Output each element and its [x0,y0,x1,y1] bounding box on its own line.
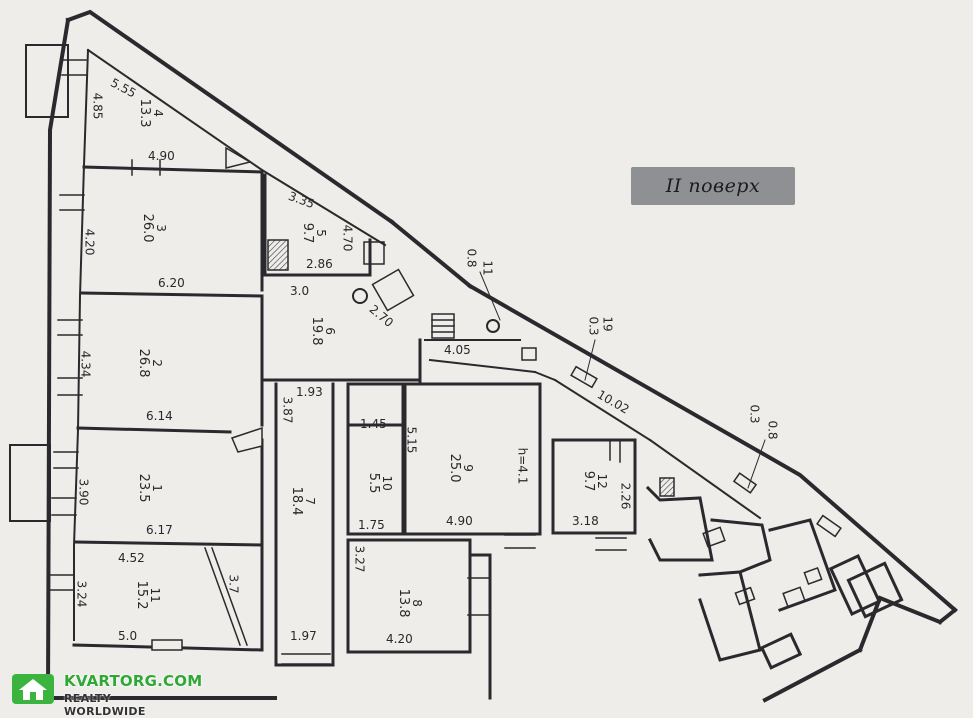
window-marks-diagonal [281,347,842,665]
room-5-number: 5 [314,229,329,237]
dim-label: 5.15 [404,426,419,454]
exterior-walls [45,9,958,703]
room-6-number: 6 [323,327,338,335]
room-9-area: 25.0 [447,453,463,483]
door-marks-left [131,146,263,651]
dim-label: 1.75 [358,518,385,532]
dim-label: 4.20 [386,632,413,646]
room-5: 5 9.7 [300,205,329,261]
column-mark [486,319,500,333]
room-8-number: 8 [410,599,425,607]
dim-label: 3.0 [290,284,310,298]
room-2-area: 26.8 [136,348,152,378]
watermark-brand: KVARTORG.COM [64,672,203,690]
floor-label: II поверх [631,167,795,205]
room-7-number: 7 [303,497,318,505]
dim-label: 1.97 [290,629,317,643]
room-9-number: 9 [461,464,476,472]
dim-label: 3.18 [572,514,599,528]
dim-label: 4.20 [82,228,97,256]
floor-label-text: II поверх [665,175,761,197]
dim-label: 5.0 [118,629,138,643]
room-3-number: 3 [154,224,169,232]
room-2-number: 2 [150,359,165,367]
inner-wall-left [73,48,387,641]
dim-label: 4.85 [90,92,105,120]
dimension-leaders [479,271,766,489]
room-3: 3 26.0 [140,200,169,256]
room-4-area: 13.3 [137,98,153,128]
balconies [9,44,69,522]
room-9: 9 25.0 [447,440,476,496]
chimney-mark [352,288,368,304]
dim-label: 19 [600,316,615,332]
left-room-partitions [72,165,264,652]
dim-label: 1.45 [360,417,387,431]
room-10-number: 10 [380,475,395,491]
dim-label: 2.86 [306,257,333,271]
room-12-number: 12 [595,473,610,489]
window-marks-left [49,59,87,591]
room-8-area: 13.8 [396,588,412,618]
room-7-area: 18.4 [289,486,305,516]
corridor-lines [424,339,762,520]
room-2: 2 26.8 [136,335,165,391]
dim-label: 0.3 [747,404,762,424]
dim-label: 4.70 [340,224,355,252]
room-6-area: 19.8 [309,316,325,346]
dim-label: 3.90 [76,478,91,506]
dim-label: 3.87 [280,396,295,424]
room-6: 6 19.8 [309,303,338,359]
room-1-area: 23.5 [136,473,152,503]
watermark: KVARTORG.COM REALTY WORLDWIDE [6,668,202,718]
dim-label: 6.20 [158,276,185,290]
dim-label: 4.52 [118,551,145,565]
dim-label: 4.90 [446,514,473,528]
dim-label: 0.3 [586,316,601,336]
central-partitions [263,173,637,700]
dim-label: 3.24 [74,580,89,608]
dim-label: 6.17 [146,523,173,537]
room-7: 7 18.4 [289,473,318,529]
dim-label: 0.8 [464,248,479,268]
room-11-number: 11 [148,587,163,603]
dim-label: 0.8 [765,420,780,440]
room-8: 8 13.8 [396,575,425,631]
room-12: 12 9.7 [581,453,610,509]
room-4: 4 13.3 [137,85,166,141]
house-logo-icon [12,674,54,704]
dim-label: 2.26 [618,482,633,510]
stair-blocks [267,239,455,339]
room-5-area: 9.7 [300,222,316,244]
room-10: 10 5.5 [366,455,395,511]
dim-label: 1.93 [296,385,323,399]
dim-label: 3.7 [226,574,241,594]
room-11: 11 15.2 [134,567,163,623]
dim-label: 11 [480,260,495,276]
dim-label: 3.27 [352,545,367,573]
dim-label: 4.05 [444,343,471,357]
dim-label: 4.90 [148,149,175,163]
bathroom-fixtures [659,477,823,608]
room-1: 1 23.5 [136,460,165,516]
dim-label: h=4.1 [515,447,530,485]
room-12-area: 9.7 [581,470,597,492]
right-wing-partitions [645,485,904,670]
room-10-area: 5.5 [366,472,382,494]
room-11-area: 15.2 [134,580,150,610]
room-3-area: 26.0 [140,213,156,243]
room-4-number: 4 [151,109,166,117]
dim-label: 4.34 [78,350,93,378]
room-1-number: 1 [150,484,165,492]
dim-label: 6.14 [146,409,173,423]
watermark-tagline: REALTY WORLDWIDE [64,692,146,718]
